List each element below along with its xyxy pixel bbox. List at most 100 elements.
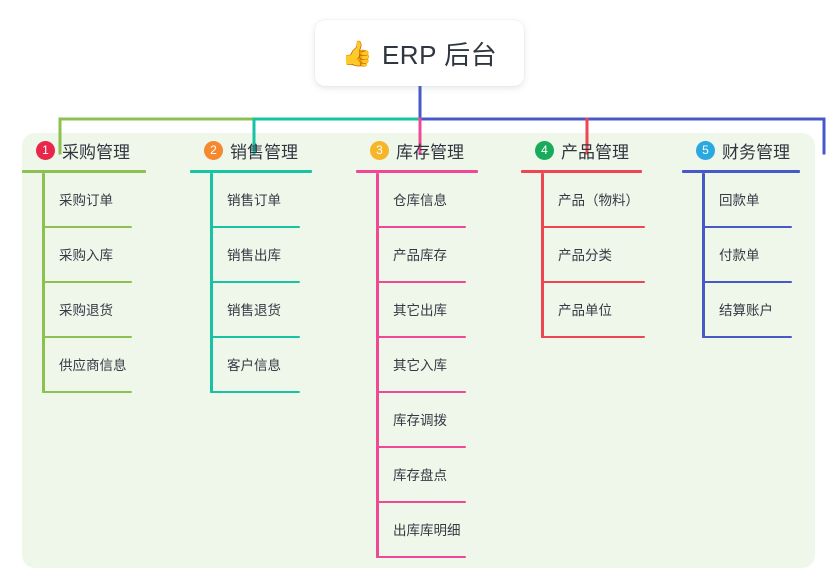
branch-spine xyxy=(210,173,213,393)
branch-item[interactable]: 产品（物料） xyxy=(521,173,682,228)
branch-item-label: 采购入库 xyxy=(59,248,113,263)
branch-underline xyxy=(190,170,312,173)
branch-item-label: 销售退货 xyxy=(227,303,281,318)
branch-header-1[interactable]: 1 采购管理 xyxy=(22,133,190,167)
branch-item-underline xyxy=(210,336,300,338)
branch-badge-2: 2 xyxy=(204,140,223,160)
branch-item-underline xyxy=(376,446,466,448)
branch-badge-5: 5 xyxy=(696,140,715,160)
branch-column-2: 2 销售管理销售订单销售出库销售退货客户信息 xyxy=(190,133,356,393)
branch-item[interactable]: 产品单位 xyxy=(521,283,682,338)
branch-title: 产品管理 xyxy=(561,142,629,162)
branch-item[interactable]: 仓库信息 xyxy=(356,173,521,228)
branch-item-label: 结算账户 xyxy=(719,303,773,318)
branch-column-5: 5 财务管理回款单付款单结算账户 xyxy=(682,133,815,338)
branch-item[interactable]: 销售退货 xyxy=(190,283,356,338)
branch-item-label: 产品分类 xyxy=(558,248,612,263)
branch-item-label: 库存盘点 xyxy=(393,468,447,483)
branch-columns: 1 采购管理采购订单采购入库采购退货供应商信息 2 销售管理销售订单销售出库销售退货客… xyxy=(0,133,839,568)
branch-items: 产品（物料） 产品分类产品单位 xyxy=(521,173,682,338)
branch-item[interactable]: 客户信息 xyxy=(190,338,356,393)
branch-item-underline xyxy=(376,391,466,393)
branch-item-underline xyxy=(376,281,466,283)
branch-item-label: 仓库信息 xyxy=(393,193,447,208)
branch-item[interactable]: 结算账户 xyxy=(682,283,815,338)
branch-title: 采购管理 xyxy=(62,142,130,162)
branch-item-label: 其它入库 xyxy=(393,358,447,373)
branch-badge-4: 4 xyxy=(535,140,554,160)
branch-header-5[interactable]: 5 财务管理 xyxy=(682,133,815,167)
branch-item[interactable]: 其它入库 xyxy=(356,338,521,393)
branch-item-underline xyxy=(42,281,132,283)
branch-column-4: 4 产品管理产品（物料） 产品分类产品单位 xyxy=(521,133,682,338)
branch-header-2[interactable]: 2 销售管理 xyxy=(190,133,356,167)
root-node[interactable]: 👍 ERP 后台 xyxy=(315,20,524,86)
branch-underline xyxy=(682,170,800,173)
branch-item[interactable]: 采购订单 xyxy=(22,173,190,228)
branch-item-underline xyxy=(541,336,645,338)
branch-title: 库存管理 xyxy=(396,142,464,162)
branch-title: 销售管理 xyxy=(230,142,298,162)
thumbs-up-icon: 👍 xyxy=(341,39,373,68)
root-title: ERP 后台 xyxy=(381,39,498,70)
branch-items: 销售订单销售出库销售退货客户信息 xyxy=(190,173,356,393)
branch-item-label: 出库库明细 xyxy=(393,523,461,538)
branch-item-label: 客户信息 xyxy=(227,358,281,373)
branch-items: 回款单付款单结算账户 xyxy=(682,173,815,338)
branch-item-underline xyxy=(702,281,792,283)
branch-item-underline xyxy=(541,226,645,228)
branch-spine xyxy=(376,173,379,558)
branch-item[interactable]: 付款单 xyxy=(682,228,815,283)
branch-item-underline xyxy=(210,391,300,393)
branch-item[interactable]: 库存盘点 xyxy=(356,448,521,503)
branch-item-label: 采购订单 xyxy=(59,193,113,208)
branch-badge-3: 3 xyxy=(370,140,389,160)
branch-item-underline xyxy=(541,281,645,283)
branch-column-3: 3 库存管理仓库信息产品库存其它出库其它入库库存调拨库存盘点出库库明细 xyxy=(356,133,521,558)
branch-item-label: 回款单 xyxy=(719,193,760,208)
branch-item[interactable]: 销售出库 xyxy=(190,228,356,283)
branch-spine xyxy=(541,173,544,338)
branch-item-underline xyxy=(42,226,132,228)
branch-underline xyxy=(356,170,478,173)
branch-column-1: 1 采购管理采购订单采购入库采购退货供应商信息 xyxy=(22,133,190,393)
branch-badge-1: 1 xyxy=(36,140,55,160)
branch-item-underline xyxy=(376,226,466,228)
branch-item-label: 采购退货 xyxy=(59,303,113,318)
background-panel xyxy=(22,133,815,568)
branch-item-label: 销售出库 xyxy=(227,248,281,263)
branch-item-label: 库存调拨 xyxy=(393,413,447,428)
branch-item-label: 供应商信息 xyxy=(59,358,127,373)
branch-item-underline xyxy=(376,556,466,558)
branch-item[interactable]: 回款单 xyxy=(682,173,815,228)
branch-title: 财务管理 xyxy=(722,142,790,162)
branch-item[interactable]: 采购入库 xyxy=(22,228,190,283)
branch-item[interactable]: 库存调拨 xyxy=(356,393,521,448)
branch-item[interactable]: 供应商信息 xyxy=(22,338,190,393)
branch-item-underline xyxy=(210,281,300,283)
branch-header-3[interactable]: 3 库存管理 xyxy=(356,133,521,167)
branch-item-label: 付款单 xyxy=(719,248,760,263)
branch-item[interactable]: 出库库明细 xyxy=(356,503,521,558)
branch-item-underline xyxy=(210,226,300,228)
branch-item-underline xyxy=(376,336,466,338)
branch-item-underline xyxy=(42,336,132,338)
branch-item-label: 产品（物料） xyxy=(558,193,639,208)
branch-item[interactable]: 产品库存 xyxy=(356,228,521,283)
branch-spine xyxy=(42,173,45,393)
branch-item[interactable]: 采购退货 xyxy=(22,283,190,338)
branch-header-4[interactable]: 4 产品管理 xyxy=(521,133,682,167)
branch-item-label: 产品单位 xyxy=(558,303,612,318)
branch-underline xyxy=(521,170,642,173)
branch-item[interactable]: 销售订单 xyxy=(190,173,356,228)
branch-items: 采购订单采购入库采购退货供应商信息 xyxy=(22,173,190,393)
branch-item-label: 其它出库 xyxy=(393,303,447,318)
branch-underline xyxy=(22,170,146,173)
branch-item[interactable]: 产品分类 xyxy=(521,228,682,283)
branch-item[interactable]: 其它出库 xyxy=(356,283,521,338)
branch-item-label: 销售订单 xyxy=(227,193,281,208)
branch-item-underline xyxy=(376,501,466,503)
branch-items: 仓库信息产品库存其它出库其它入库库存调拨库存盘点出库库明细 xyxy=(356,173,521,558)
branch-item-underline xyxy=(42,391,132,393)
